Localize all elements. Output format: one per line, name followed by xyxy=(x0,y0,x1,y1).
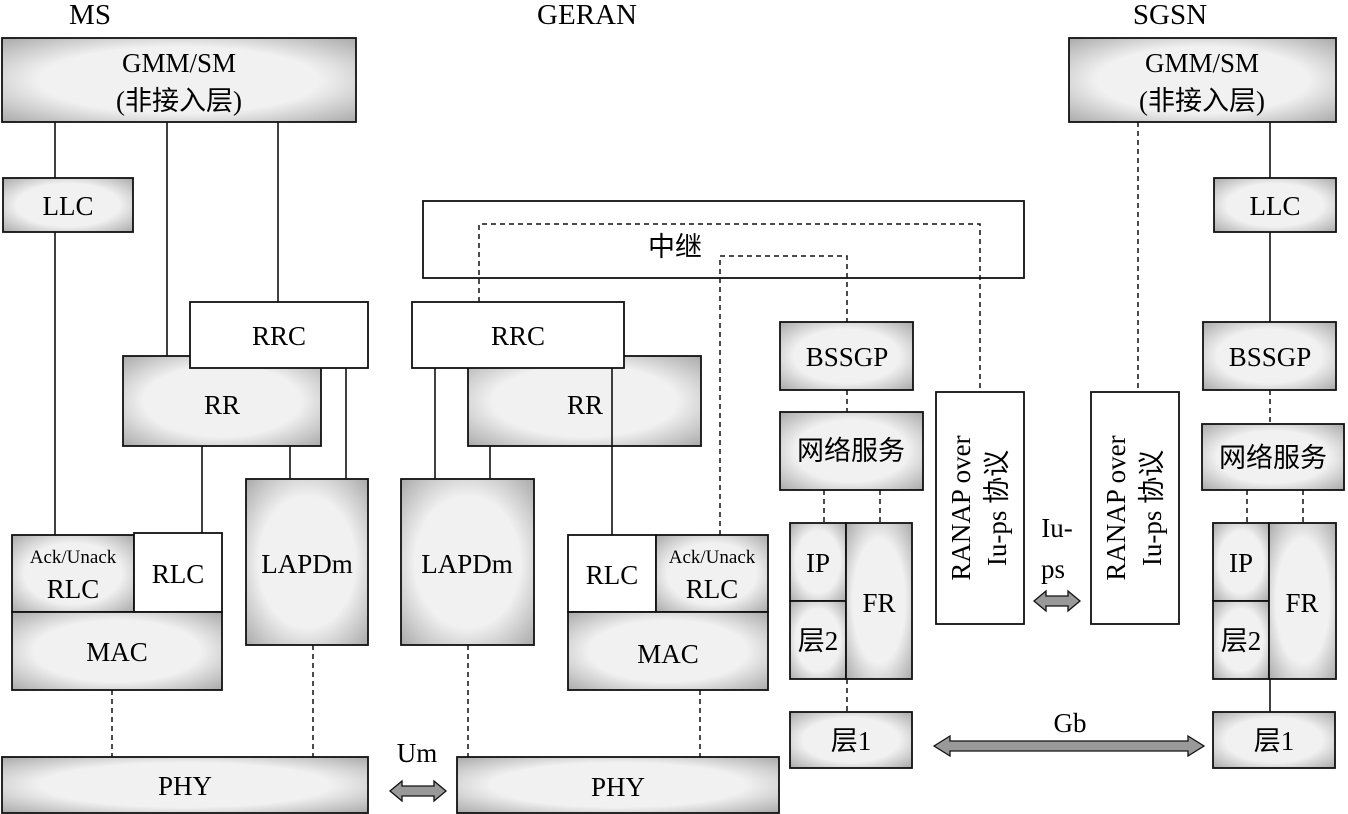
geran-ack-unack-label: Ack/Unack xyxy=(669,547,756,568)
sgsn-fr-label: FR xyxy=(1285,588,1318,618)
geran-relay-box: 中继 xyxy=(422,200,1025,279)
geran-rrc-box: RRC xyxy=(411,301,625,369)
sgsn-llc-box: LLC xyxy=(1213,177,1337,233)
sgsn-fr-box: FR xyxy=(1268,522,1337,680)
ms-gmm-label: GMM/SM xyxy=(122,48,236,78)
geran-rlc-box: RLC xyxy=(567,534,657,613)
ms-lapdm-label: LAPDm xyxy=(261,549,353,579)
geran-ack-rlc-label: RLC xyxy=(686,574,739,604)
geran-mac-label: MAC xyxy=(637,639,699,669)
geran-mac-box: MAC xyxy=(567,611,769,691)
ms-phy-label: PHY xyxy=(158,771,212,801)
sgsn-ranap-box: RANAP over Iu-ps 协议 xyxy=(1090,391,1180,625)
iups-label-line2: ps xyxy=(1041,554,1065,584)
ms-heading: MS xyxy=(69,0,111,31)
ms-rlc-label: RLC xyxy=(152,559,205,589)
geran-ack-unack-rlc-box: Ack/Unack RLC xyxy=(655,534,769,613)
geran-relay-label: 中继 xyxy=(648,232,702,262)
ms-llc-box: LLC xyxy=(2,177,134,233)
um-label: Um xyxy=(397,738,438,768)
ms-nas-label: (非接入层) xyxy=(116,86,242,116)
geran-bssgp-box: BSSGP xyxy=(779,321,914,391)
sgsn-ranap-line2: Iu-ps 协议 xyxy=(1137,450,1167,566)
sgsn-network-service-box: 网络服务 xyxy=(1201,423,1345,491)
sgsn-layer1-box: 层1 xyxy=(1212,711,1336,769)
ms-rlc-box: RLC xyxy=(133,532,223,613)
iups-label-line1: Iu- xyxy=(1041,513,1072,543)
um-interface: Um xyxy=(388,738,448,803)
sgsn-gmm-label: GMM/SM xyxy=(1145,48,1259,78)
ms-ack-unack-label: Ack/Unack xyxy=(30,547,117,568)
geran-layer1-label: 层1 xyxy=(831,726,872,756)
sgsn-bssgp-box: BSSGP xyxy=(1202,321,1337,391)
gb-label: Gb xyxy=(1054,708,1087,738)
sgsn-network-service-label: 网络服务 xyxy=(1219,443,1327,473)
ms-rr-box: RR xyxy=(122,355,322,447)
sgsn-bssgp-label: BSSGP xyxy=(1229,342,1312,372)
geran-bssgp-label: BSSGP xyxy=(806,342,889,372)
gb-interface: Gb xyxy=(932,708,1206,758)
geran-phy-box: PHY xyxy=(456,756,780,814)
solid-connectors xyxy=(54,122,1271,712)
ms-mac-label: MAC xyxy=(86,637,148,667)
ms-ack-unack-rlc-box: Ack/Unack RLC xyxy=(11,534,135,613)
sgsn-gmm-sm-box: GMM/SM (非接入层) xyxy=(1068,37,1337,123)
geran-heading: GERAN xyxy=(537,0,637,31)
ms-lapdm-box: LAPDm xyxy=(245,478,369,646)
ms-llc-label: LLC xyxy=(43,191,94,221)
ms-ack-rlc-label: RLC xyxy=(47,574,100,604)
geran-fr-box: FR xyxy=(845,522,913,680)
geran-lapdm-label: LAPDm xyxy=(421,549,513,579)
geran-rr-label: RR xyxy=(567,390,603,420)
ms-rrc-label: RRC xyxy=(252,321,306,351)
dashed-connectors xyxy=(111,122,1304,757)
sgsn-layer1-label: 层1 xyxy=(1254,726,1295,756)
ms-phy-box: PHY xyxy=(1,756,369,814)
geran-rlc-label: RLC xyxy=(586,560,639,590)
iups-interface: Iu- ps xyxy=(1032,513,1082,613)
ms-rr-label: RR xyxy=(204,390,240,420)
geran-ranap-box: RANAP over Iu-ps 协议 xyxy=(935,391,1025,625)
geran-layer2-box: 层2 xyxy=(789,600,847,680)
sgsn-ip-box: IP xyxy=(1212,522,1270,602)
geran-rrc-label: RRC xyxy=(491,321,545,351)
geran-layer1-box: 层1 xyxy=(789,711,913,769)
sgsn-ranap-line1: RANAP over xyxy=(1101,435,1131,580)
sgsn-llc-label: LLC xyxy=(1250,191,1301,221)
geran-fr-label: FR xyxy=(862,588,895,618)
sgsn-heading: SGSN xyxy=(1133,0,1207,31)
geran-phy-label: PHY xyxy=(591,772,645,802)
geran-ranap-line1: RANAP over xyxy=(946,435,976,580)
geran-ranap-line2: Iu-ps 协议 xyxy=(982,450,1012,566)
ms-mac-box: MAC xyxy=(11,611,223,691)
sgsn-layer2-label: 层2 xyxy=(1221,626,1262,656)
sgsn-ip-label: IP xyxy=(1229,548,1253,578)
geran-network-service-box: 网络服务 xyxy=(779,411,924,491)
geran-ip-box: IP xyxy=(789,522,847,602)
geran-layer2-label: 层2 xyxy=(798,626,839,656)
gb-double-arrow xyxy=(932,734,1206,758)
um-double-arrow xyxy=(388,779,448,803)
sgsn-nas-label: (非接入层) xyxy=(1139,86,1265,116)
geran-lapdm-box: LAPDm xyxy=(400,478,535,646)
ms-rrc-box: RRC xyxy=(189,301,369,369)
iups-double-arrow xyxy=(1032,589,1082,613)
geran-network-service-label: 网络服务 xyxy=(797,436,905,466)
ms-gmm-sm-box: GMM/SM (非接入层) xyxy=(1,37,357,123)
sgsn-layer2-box: 层2 xyxy=(1212,600,1270,680)
geran-ip-label: IP xyxy=(806,548,830,578)
geran-rr-box: RR xyxy=(467,355,702,447)
